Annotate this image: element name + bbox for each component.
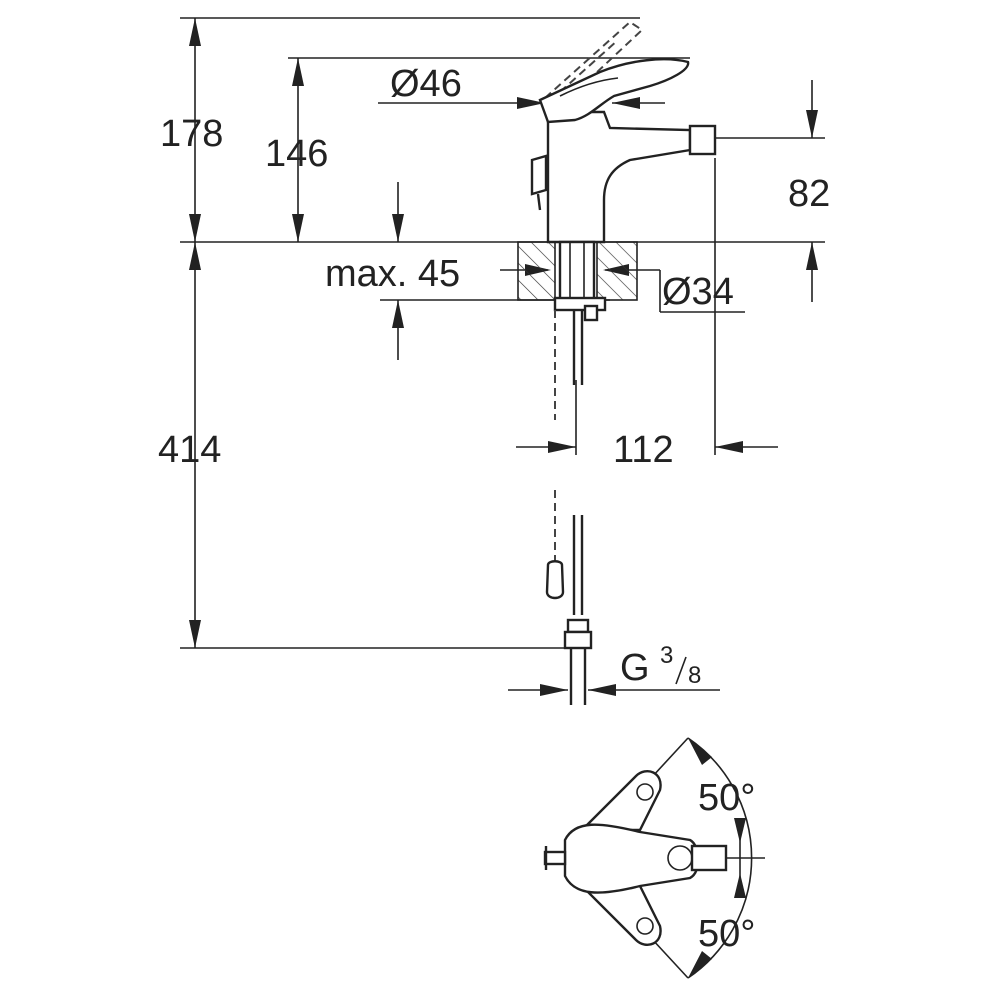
lever-swung-down bbox=[579, 884, 662, 946]
label-hole-diameter: Ø34 bbox=[662, 271, 734, 313]
mounting-shank bbox=[558, 240, 596, 302]
dimension-max45 bbox=[392, 182, 404, 360]
label-angle-lower: 50° bbox=[698, 913, 755, 955]
label-spout-reach: 112 bbox=[613, 429, 674, 471]
top-body bbox=[563, 823, 700, 894]
label-thread-denominator: 8 bbox=[688, 662, 701, 689]
popup-knob bbox=[530, 154, 548, 196]
label-handle-height: 146 bbox=[265, 133, 328, 175]
dimension-thread bbox=[508, 684, 720, 696]
dimension-146 bbox=[292, 58, 304, 242]
mixer-body bbox=[546, 110, 692, 244]
hose-connector bbox=[566, 618, 590, 634]
label-lever-diameter: Ø46 bbox=[390, 63, 462, 105]
dimension-414 bbox=[189, 242, 201, 648]
popup-weight bbox=[545, 560, 565, 600]
dimension-82 bbox=[806, 80, 818, 302]
label-max-thickness: max. 45 bbox=[325, 253, 460, 295]
lever-swung-up bbox=[579, 770, 662, 832]
label-thread-numerator: 3 bbox=[660, 642, 673, 669]
label-spout-height: 82 bbox=[788, 173, 830, 215]
label-angle-upper: 50° bbox=[698, 777, 755, 819]
counter-section bbox=[517, 240, 638, 312]
mixer-lever bbox=[538, 58, 690, 124]
thread-fraction-slash bbox=[675, 656, 687, 685]
extension-lines bbox=[180, 17, 825, 649]
mixer-side-view bbox=[530, 20, 717, 244]
spout-nozzle bbox=[688, 124, 717, 156]
top-knob bbox=[543, 850, 567, 866]
label-hose-length: 414 bbox=[158, 429, 221, 471]
dimension-d46 bbox=[378, 97, 665, 109]
mixer-top-view bbox=[543, 737, 765, 979]
supply-hoses bbox=[545, 304, 599, 705]
label-thread-prefix: G bbox=[620, 647, 650, 689]
dimension-112 bbox=[516, 441, 778, 453]
dimension-178 bbox=[189, 18, 201, 242]
top-spout bbox=[690, 844, 728, 872]
label-total-height: 178 bbox=[160, 113, 223, 155]
